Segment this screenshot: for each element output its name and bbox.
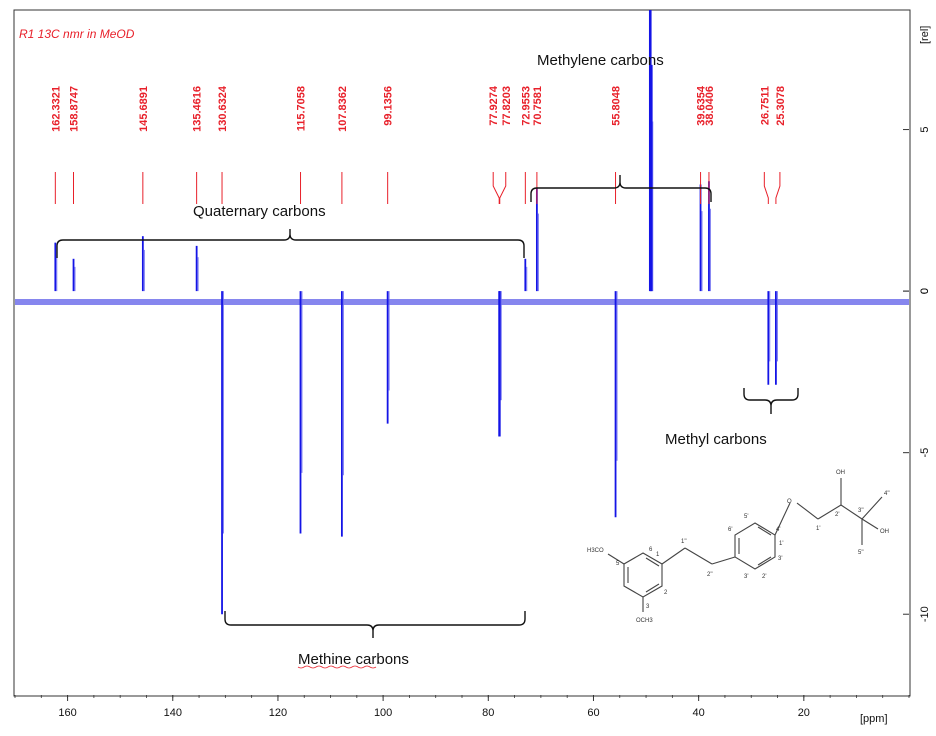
chart-title: R1 13C nmr in MeOD [19, 27, 135, 41]
x-tick-label: 80 [482, 707, 494, 719]
bond-me-1 [861, 496, 883, 520]
struct-1pp: 1'' [681, 539, 687, 545]
bond-quat [840, 504, 863, 520]
struct-3p: 3' [778, 556, 782, 562]
y-tick-label: 5 [919, 126, 931, 132]
baseline-noise [15, 299, 909, 305]
struct-och3: OCH3 [636, 618, 653, 624]
struct-h3co: H3CO [587, 548, 604, 554]
struct-5pp: 5'' [858, 550, 864, 556]
x-tick-label: 60 [587, 707, 599, 719]
struct-n6: 6 [649, 547, 653, 553]
peak-label: 77.8203 [501, 86, 513, 126]
struct-n5: 5 [616, 561, 620, 567]
chemical-structure [607, 478, 883, 612]
peak-label: 38.0406 [704, 86, 716, 126]
methylene-label: Methylene carbons [537, 52, 664, 69]
y-tick-label: -10 [919, 606, 931, 622]
struct-2p: 2' [835, 512, 839, 518]
peak-label: 25.3078 [775, 86, 787, 126]
peak-label: 99.1356 [383, 86, 395, 126]
struct-4pp: 4'' [884, 491, 890, 497]
struct-oh-top: OH [836, 470, 845, 476]
quaternary-label: Quaternary carbons [193, 203, 326, 220]
peak-leader [499, 172, 507, 204]
peak-label: 39.6354 [696, 85, 708, 126]
peak-label: 115.7058 [296, 86, 308, 131]
struct-nn2: 2' [762, 574, 766, 580]
peak-label: 130.6324 [217, 85, 229, 132]
group-brackets [56, 175, 799, 638]
y-tick-label: -5 [919, 448, 931, 458]
peak-label: 162.3321 [50, 86, 62, 132]
x-axis-ticks: 160 140 120 100 80 60 40 20 [14, 695, 910, 719]
x-tick-label: 120 [269, 707, 287, 719]
methine-label: Methine carbons [298, 651, 409, 668]
bond-chain-3 [711, 556, 736, 565]
quaternary-bracket [56, 229, 525, 258]
methyl-bracket [743, 388, 799, 414]
x-tick-label: 40 [693, 707, 705, 719]
peak-leader [775, 172, 781, 204]
y-tick-label-zero: 0 [919, 288, 931, 294]
x-tick-label: 140 [164, 707, 182, 719]
peak-label: 135.4616 [192, 86, 204, 132]
struct-n3: 3 [646, 604, 650, 610]
bond-ether-1 [774, 502, 791, 536]
struct-nn1: 1' [779, 541, 783, 547]
bond-ome-left [607, 553, 625, 565]
peak-label: 70.7581 [532, 86, 544, 126]
x-tick-label: 160 [58, 707, 76, 719]
spellcheck-underline [297, 665, 377, 669]
peak-label: 107.8362 [337, 86, 349, 132]
x-tick-label: 20 [798, 707, 810, 719]
methylene-bracket [530, 175, 712, 202]
peak-label: 145.6891 [138, 86, 150, 132]
bond-chain-2 [684, 547, 713, 565]
spectrum-series [15, 10, 909, 615]
peak-label: 55.8048 [611, 86, 623, 126]
x-tick-label: 100 [374, 707, 392, 719]
peak-label: 72.9553 [520, 86, 532, 126]
peak-leader [763, 172, 769, 204]
struct-n1: 1 [656, 552, 660, 558]
struct-2pp: 2'' [707, 572, 713, 578]
y-tick-label: 0 [919, 288, 931, 294]
struct-4p: 4' [776, 527, 780, 533]
struct-1p: 1' [816, 526, 820, 532]
peak-label: 77.9274 [488, 85, 500, 126]
y-axis-label: [rel] [919, 26, 931, 44]
bond-oh-right [861, 518, 879, 530]
struct-5p: 5' [744, 514, 748, 520]
struct-oh-right: OH [880, 529, 889, 535]
struct-3pp: 3'' [858, 508, 864, 514]
bond-ether-2 [796, 502, 819, 520]
peak-label: 26.7511 [759, 86, 771, 125]
bond-chain-1 [661, 547, 686, 565]
peak-leader [492, 172, 500, 204]
peak-label: 158.8747 [69, 86, 81, 132]
struct-nn3: 3' [744, 574, 748, 580]
bond-ether-3 [817, 504, 842, 520]
struct-o: O [787, 499, 792, 505]
x-axis-label: [ppm] [860, 713, 888, 725]
y-axis-ticks: 50-5-100 [903, 126, 931, 622]
struct-n2: 2 [664, 590, 668, 596]
methine-bracket [224, 611, 526, 638]
peak-labels: 162.3321 158.8747 145.6891 135.4616 130.6324… [50, 85, 787, 204]
methyl-label: Methyl carbons [665, 431, 767, 448]
struct-6p: 6' [728, 527, 732, 533]
